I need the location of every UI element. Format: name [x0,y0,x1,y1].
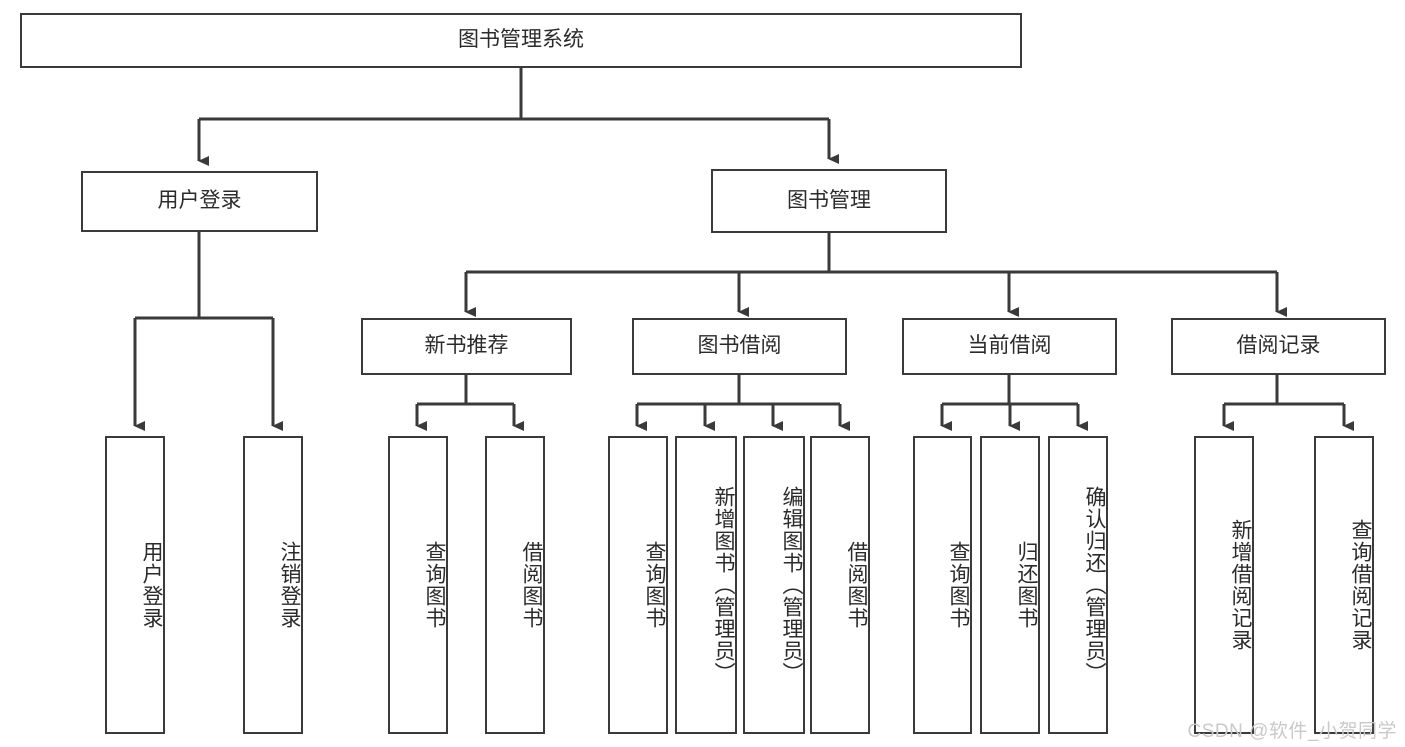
node-leaf-confirm-return[interactable]: 确认归还（管理员） [1048,436,1108,734]
node-leaf-borrow-book-2[interactable]: 借阅图书 [810,436,870,734]
node-leaf-query-book-3[interactable]: 查询图书 [913,436,972,734]
node-leaf-borrow-book-1[interactable]: 借阅图书 [485,436,545,734]
node-user-login[interactable]: 用户登录 [81,171,318,232]
node-leaf-return-book[interactable]: 归还图书 [980,436,1040,734]
node-leaf-user-login[interactable]: 用户登录 [105,436,165,734]
node-leaf-logout[interactable]: 注销登录 [243,436,303,734]
node-leaf-add-record[interactable]: 新增借阅记录 [1194,436,1254,734]
node-leaf-edit-book[interactable]: 编辑图书（管理员） [743,436,805,734]
node-current-borrow[interactable]: 当前借阅 [902,318,1117,375]
csdn-watermark: CSDN @软件_小贺同学 [1187,721,1397,742]
node-leaf-query-book-1[interactable]: 查询图书 [388,436,448,734]
node-leaf-query-book-2[interactable]: 查询图书 [608,436,668,734]
node-leaf-query-record[interactable]: 查询借阅记录 [1314,436,1374,734]
node-root[interactable]: 图书管理系统 [20,13,1022,68]
node-book-manage[interactable]: 图书管理 [711,169,947,233]
node-book-borrow[interactable]: 图书借阅 [632,318,847,375]
node-leaf-add-book[interactable]: 新增图书（管理员） [675,436,737,734]
node-borrow-record[interactable]: 借阅记录 [1171,318,1386,375]
node-new-book-rec[interactable]: 新书推荐 [361,318,572,375]
